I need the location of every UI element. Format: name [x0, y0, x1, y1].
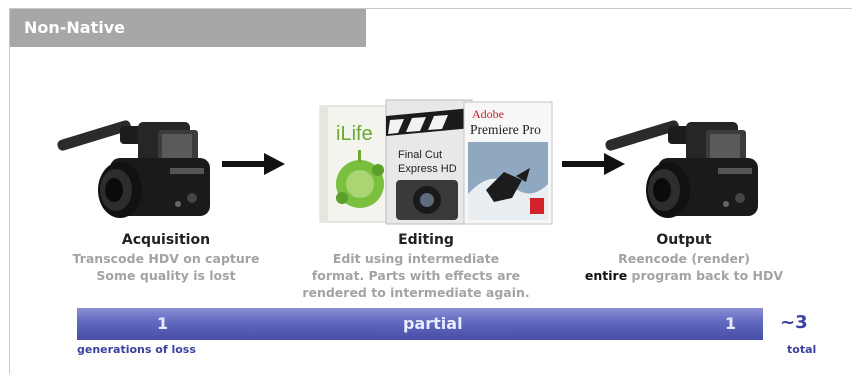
- generations-caption: generations of loss: [77, 343, 196, 356]
- editing-title: Editing: [398, 232, 454, 248]
- output-desc-bold: entire: [584, 268, 628, 283]
- editing-desc-line2: format. Parts with effects are: [311, 268, 521, 283]
- camcorder-output-icon: [605, 120, 758, 218]
- fcp-label-line1: Final Cut: [398, 149, 442, 161]
- arrow-right-icon: [222, 153, 285, 175]
- editing-desc: Edit using intermediate format. Parts wi…: [286, 250, 546, 301]
- camcorder-acquisition-icon: [57, 120, 210, 218]
- arrow-right-icon-2: [562, 153, 625, 175]
- acquisition-desc-line1: Transcode HDV on capture: [72, 251, 260, 266]
- fcp-label-line2: Express HD: [398, 163, 457, 175]
- final-cut-box-icon: [385, 99, 473, 225]
- output-desc: Reencode (render) entire program back to…: [554, 250, 814, 284]
- editing-desc-line1: Edit using intermediate: [332, 251, 500, 266]
- slide-frame: [9, 8, 852, 374]
- acquisition-title: Acquisition: [121, 232, 211, 248]
- premiere-label: Premiere Pro: [470, 122, 541, 137]
- total-label: total: [787, 343, 817, 356]
- ilife-label: iLife: [336, 123, 373, 145]
- editing-desc-line3: rendered to intermediate again.: [302, 285, 530, 300]
- premiere-brand-label: Adobe: [472, 107, 504, 121]
- acquisition-desc-line2: Some quality is lost: [96, 268, 236, 283]
- ilife-box-icon: [319, 105, 397, 223]
- output-desc-line2: entire program back to HDV: [554, 267, 814, 284]
- output-desc-rest: program back to HDV: [627, 268, 784, 283]
- section-tab: Non-Native: [10, 9, 366, 47]
- loss-segment-output: 1: [725, 314, 737, 333]
- editing-software-boxes: iLife Final Cut Express HD Adobe Premier…: [319, 99, 553, 225]
- output-desc-line1: Reencode (render): [618, 251, 750, 266]
- premiere-box-icon: [463, 101, 553, 225]
- loss-segment-acquisition: 1: [157, 314, 169, 333]
- loss-segment-editing: partial: [403, 314, 463, 333]
- total-value: ~3: [780, 312, 808, 333]
- output-title: Output: [656, 232, 712, 248]
- acquisition-desc: Transcode HDV on capture Some quality is…: [36, 250, 296, 284]
- generation-loss-bar: 1 partial 1: [77, 308, 763, 340]
